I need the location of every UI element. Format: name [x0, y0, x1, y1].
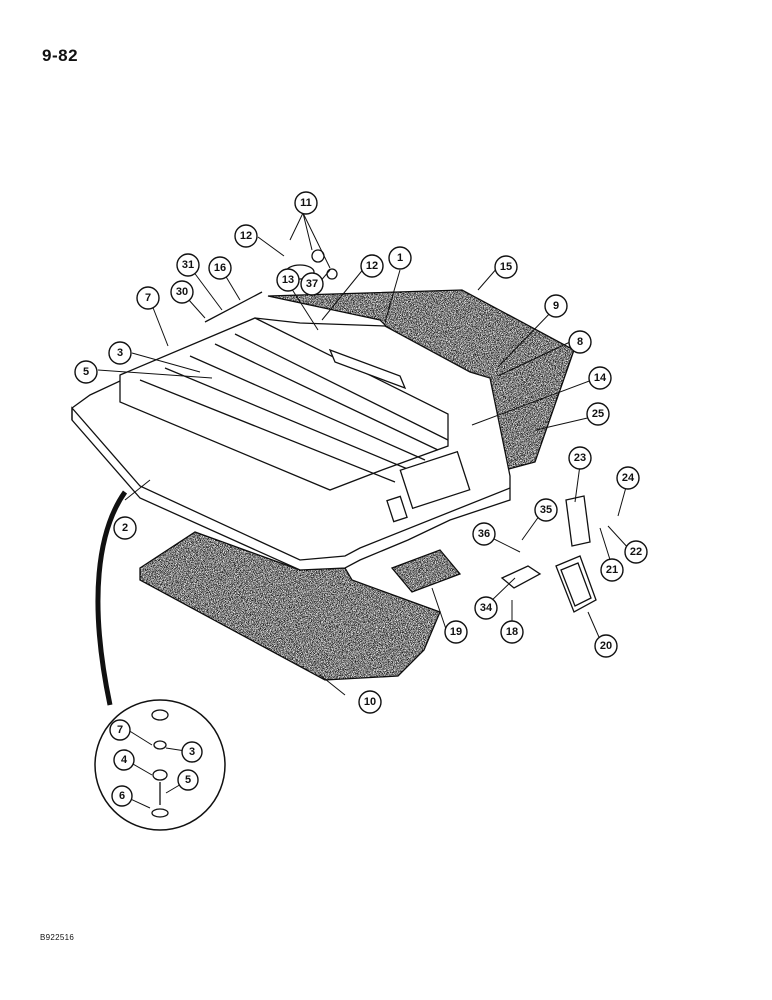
detail-callout-4: 4 [113, 749, 135, 771]
svg-text:13: 13 [282, 274, 294, 286]
page-number: 9-82 [42, 46, 79, 65]
callout-25: 25 [586, 402, 610, 426]
svg-text:22: 22 [630, 546, 642, 558]
svg-text:21: 21 [606, 564, 618, 576]
svg-text:31: 31 [182, 259, 194, 271]
headliner-panel [71, 317, 511, 571]
svg-text:3: 3 [189, 746, 195, 758]
svg-text:14: 14 [594, 372, 607, 384]
svg-text:15: 15 [500, 261, 512, 273]
svg-text:9: 9 [553, 300, 559, 312]
callout-30: 30 [170, 280, 194, 304]
svg-text:5: 5 [185, 774, 191, 786]
svg-text:19: 19 [450, 626, 462, 638]
callout-34: 34 [474, 596, 498, 620]
callout-8: 8 [568, 330, 592, 354]
callout-3: 3 [108, 341, 132, 365]
callout-22: 22 [624, 540, 648, 564]
svg-text:30: 30 [176, 286, 188, 298]
detail-callout-3: 3 [181, 741, 203, 763]
svg-text:4: 4 [121, 754, 128, 766]
callout-19: 19 [444, 620, 468, 644]
callout-18: 18 [500, 620, 524, 644]
svg-text:3: 3 [117, 347, 123, 359]
callout-16: 16 [208, 256, 232, 280]
svg-text:25: 25 [592, 408, 604, 420]
svg-text:5: 5 [83, 366, 89, 378]
svg-text:7: 7 [145, 292, 151, 304]
svg-text:11: 11 [300, 197, 312, 209]
hardware-parts [204, 249, 597, 613]
detail-callout-5: 5 [177, 769, 199, 791]
svg-text:34: 34 [480, 602, 493, 614]
callout-20: 20 [594, 634, 618, 658]
svg-text:8: 8 [577, 336, 583, 348]
callout-12-upper: 12 [234, 224, 258, 248]
detail-callout-6: 6 [111, 785, 133, 807]
svg-text:36: 36 [478, 528, 490, 540]
callout-5: 5 [74, 360, 98, 384]
callout-10: 10 [358, 690, 382, 714]
svg-text:35: 35 [540, 504, 552, 516]
callout-31: 31 [176, 253, 200, 277]
callout-2: 2 [113, 516, 137, 540]
svg-text:10: 10 [364, 696, 376, 708]
callout-12-lower: 12 [360, 254, 384, 278]
svg-text:12: 12 [366, 260, 378, 272]
callout-15: 15 [494, 255, 518, 279]
callout-37: 37 [300, 272, 324, 296]
svg-text:6: 6 [119, 790, 125, 802]
callout-11: 11 [294, 191, 318, 215]
svg-text:16: 16 [214, 262, 226, 274]
callout-7: 7 [136, 286, 160, 310]
callout-35: 35 [534, 498, 558, 522]
detail-callout-7: 7 [109, 719, 131, 741]
svg-text:18: 18 [506, 626, 518, 638]
svg-text:12: 12 [240, 230, 252, 242]
callout-14: 14 [588, 366, 612, 390]
callout-24: 24 [616, 466, 640, 490]
callout-13: 13 [276, 268, 300, 292]
detail-connector [95, 490, 128, 706]
callout-1: 1 [388, 246, 412, 270]
callout-9: 9 [544, 294, 568, 318]
small-mat [390, 549, 462, 593]
callout-36: 36 [472, 522, 496, 546]
svg-text:23: 23 [574, 452, 586, 464]
svg-text:37: 37 [306, 278, 318, 290]
svg-text:24: 24 [622, 472, 635, 484]
svg-text:2: 2 [122, 522, 128, 534]
detail-view [94, 699, 226, 831]
svg-text:20: 20 [600, 640, 612, 652]
svg-text:7: 7 [117, 724, 123, 736]
callout-23: 23 [568, 446, 592, 470]
svg-text:1: 1 [397, 252, 403, 264]
callout-21: 21 [600, 558, 624, 582]
figure-code: B922516 [40, 933, 75, 942]
